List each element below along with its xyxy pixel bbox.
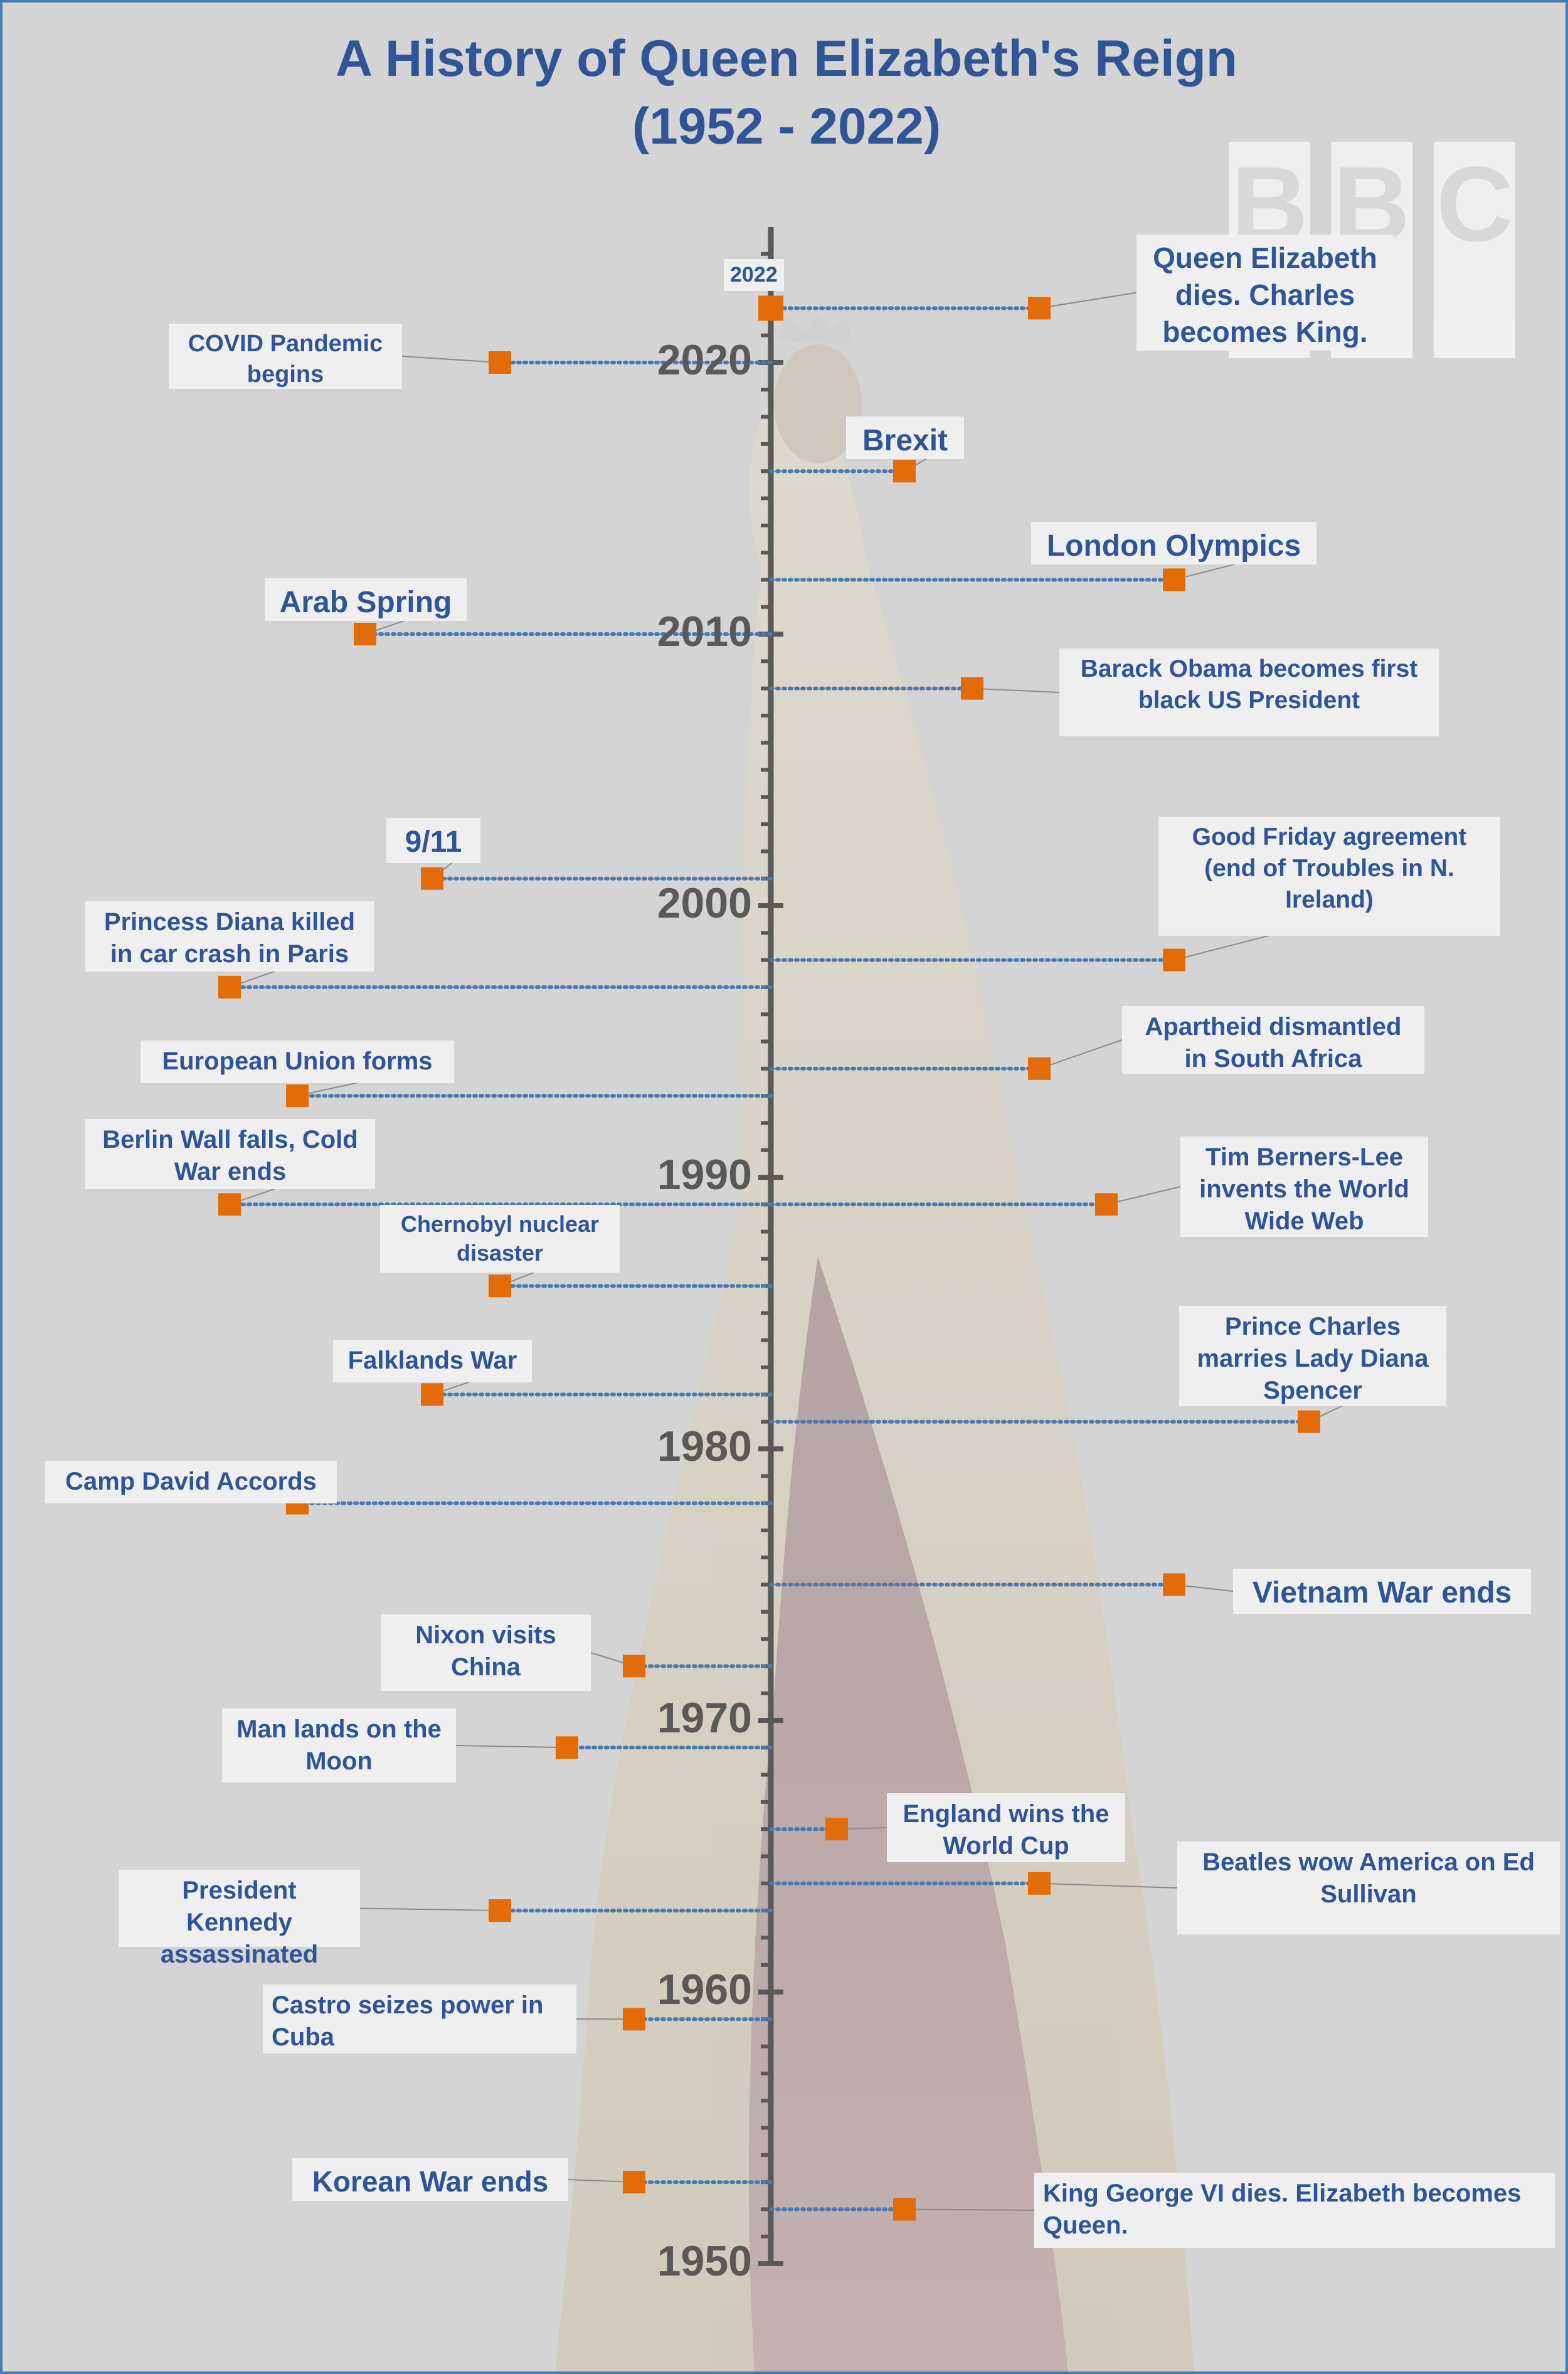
event-label: Beatles wow America on Ed Sullivan (1177, 1841, 1560, 1934)
event-label: London Olympics (1031, 522, 1316, 564)
event-marker (623, 1655, 645, 1678)
event-label: President Kennedy assassinated (119, 1870, 360, 1968)
event-label: Berlin Wall falls, Cold War ends (85, 1119, 375, 1189)
event-marker (893, 460, 916, 483)
axis-year-label: 1950 (657, 2237, 752, 2285)
event-marker (489, 1899, 511, 1922)
event-marker (354, 623, 376, 645)
event-callout-line (359, 1907, 501, 1912)
axis-year-label: 1960 (657, 1966, 752, 2013)
end-year-flag: 2022 (724, 259, 784, 292)
event-marker (961, 677, 983, 700)
axis-year-label: 1990 (657, 1151, 752, 1199)
event-marker (489, 1274, 511, 1298)
event-marker (556, 1736, 578, 1759)
chart-title: A History of Queen Elizabeth's Reign (19… (3, 25, 1565, 161)
event-label: Princess Diana killed in car crash in Pa… (85, 901, 374, 972)
event-marker (218, 975, 241, 999)
event-label: Prince Charles marries Lady Diana Spence… (1179, 1306, 1446, 1406)
event-marker (1163, 568, 1185, 591)
event-label: 9/11 (386, 818, 480, 863)
event-callout-line (1039, 292, 1137, 309)
event-marker (286, 1084, 309, 1108)
event-marker (1163, 948, 1185, 972)
event-marker (421, 867, 443, 890)
axis-year-label: 2010 (657, 608, 752, 655)
axis-year-label: 1970 (657, 1694, 752, 1742)
event-marker (1095, 1193, 1118, 1216)
axis-year-label: 2020 (657, 336, 752, 384)
event-marker (1028, 1872, 1051, 1895)
event-marker (1028, 1057, 1051, 1080)
event-callout-line (401, 356, 501, 363)
event-label: Nixon visits China (381, 1614, 591, 1691)
event-callout-line (1039, 1882, 1178, 1889)
axis-year-label: 2000 (657, 879, 752, 927)
event-label: England wins the World Cup (887, 1793, 1125, 1862)
event-label: Castro seizes power in Cuba (263, 1985, 576, 2053)
event-label: Barack Obama becomes first black US Pres… (1059, 649, 1439, 736)
event-callout-line (972, 687, 1060, 693)
title-line-1: A History of Queen Elizabeth's Reign (335, 30, 1237, 87)
event-label: Vietnam War ends (1233, 1569, 1531, 1614)
event-marker (1298, 1410, 1320, 1433)
event-marker (218, 1193, 241, 1216)
title-line-2: (1952 - 2022) (632, 98, 941, 155)
event-marker (489, 351, 511, 374)
event-callout-line (1039, 1039, 1123, 1069)
event-label: Apartheid dismantled in South Africa (1122, 1006, 1424, 1074)
event-marker (623, 2008, 645, 2031)
event-label: Falklands War (333, 1340, 532, 1382)
event-label: Tim Berners-Lee invents the World Wide W… (1180, 1137, 1428, 1237)
event-label: Korean War ends (292, 2158, 568, 2201)
event-marker (893, 2198, 916, 2221)
event-label: Camp David Accords (45, 1461, 337, 1503)
event-label: COVID Pandemic begins (169, 324, 402, 389)
event-label: Good Friday agreement (end of Troubles i… (1158, 817, 1500, 936)
event-label: Queen Elizabeth dies. Charles becomes Ki… (1136, 235, 1394, 351)
event-label: King George VI dies. Elizabeth becomes Q… (1034, 2173, 1555, 2248)
event-label: European Union forms (140, 1041, 454, 1083)
event-marker (825, 1818, 848, 1841)
event-label: Brexit (846, 416, 964, 459)
event-label: Man lands on the Moon (222, 1709, 456, 1783)
event-callout-line (1106, 1186, 1181, 1206)
event-marker (623, 2171, 645, 2194)
event-marker (421, 1383, 443, 1406)
event-marker (1163, 1573, 1185, 1596)
end-year-marker (758, 295, 783, 321)
event-callout-line (455, 1745, 568, 1749)
event-label: Arab Spring (265, 578, 467, 621)
watermark-letter-3: C (1434, 142, 1515, 358)
event-marker (1028, 297, 1051, 320)
event-label: Chernobyl nuclear disaster (380, 1205, 620, 1273)
axis-year-label: 1980 (657, 1423, 752, 1470)
event-callout-line (904, 2208, 1035, 2211)
